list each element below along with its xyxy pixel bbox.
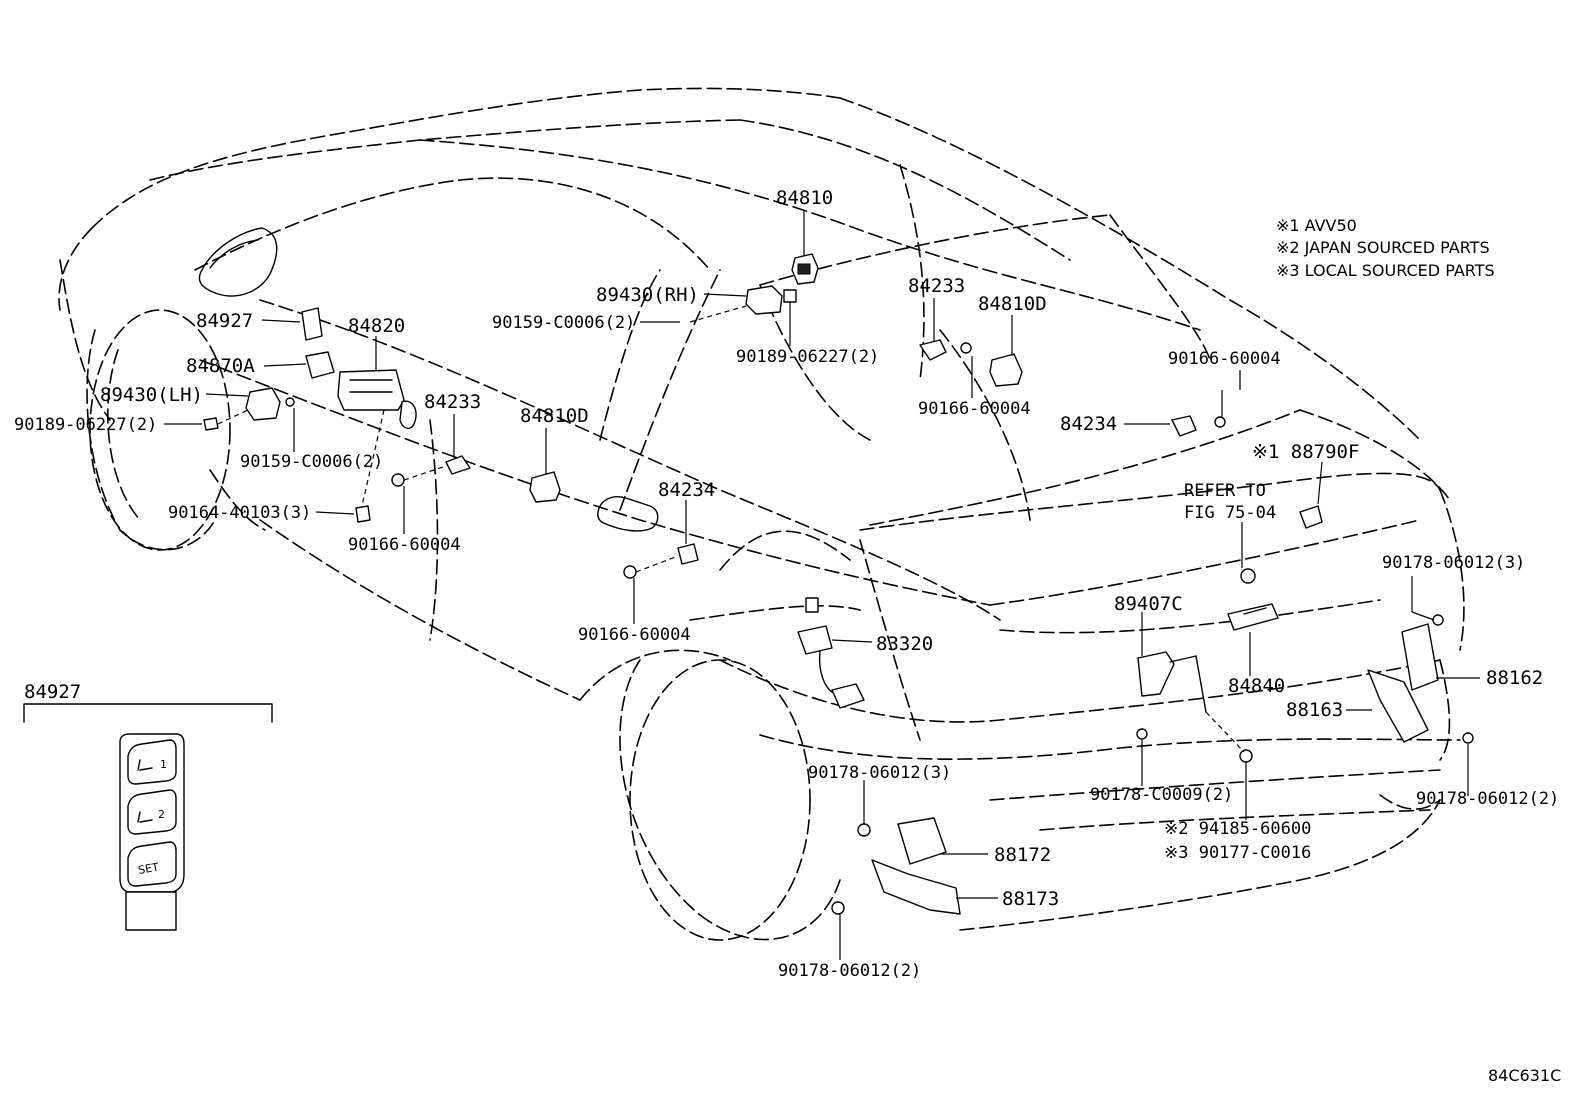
note-2: ※2 JAPAN SOURCED PARTS (1276, 238, 1490, 257)
note-3: ※3 LOCAL SOURCED PARTS (1276, 261, 1495, 280)
part-84820-icon (337, 369, 417, 430)
label-94185: ※2 94185-60600 (1164, 819, 1311, 839)
label-90178-bottom: 90178-06012(2) (778, 961, 921, 981)
label-90178-c: 90178-06012(3) (808, 763, 951, 783)
part-88173-icon (831, 859, 961, 915)
label-89407c: 89407C (1114, 593, 1183, 615)
label-88173: 88173 (1002, 888, 1059, 910)
leader-lines (164, 210, 1480, 960)
part-84234-mid-icon (623, 543, 699, 579)
part-84810-icon (791, 253, 819, 285)
label-84810d-mid: 84810D (520, 405, 589, 427)
label-84233-mid: 84233 (424, 391, 481, 413)
label-84927: 84927 (196, 310, 253, 332)
label-90178-br: 90178-06012(2) (1416, 789, 1559, 809)
label-84234-mid: 84234 (658, 479, 715, 501)
part-84234-right-icon (1171, 415, 1226, 437)
part-83320-icon (797, 597, 865, 709)
part-84233-top-icon (919, 339, 972, 361)
part-88162-icon (1401, 614, 1444, 691)
inset-button-1-label: 1 (160, 758, 167, 771)
label-90164: 90164-40103(3) (168, 503, 311, 523)
label-89430-lh: 89430(LH) (100, 384, 203, 406)
label-88163: 88163 (1286, 699, 1343, 721)
label-90166-left: 90166-60004 (348, 535, 461, 555)
car-body-outline (58, 87, 1465, 941)
note-1: ※1 AVV50 (1276, 216, 1357, 235)
part-89407c-icon (1136, 651, 1207, 740)
label-90178-c0009: 90178-C0009(2) (1090, 785, 1233, 805)
part-84870a-icon (305, 351, 335, 379)
label-90166-right: 90166-60004 (1168, 349, 1281, 369)
part-89430-lh-icon (203, 387, 295, 431)
part-89430-rh-icon (745, 285, 797, 315)
label-84233-top: 84233 (908, 275, 965, 297)
label-90166-center: 90166-60004 (578, 625, 691, 645)
inset-84927: 84927 1 2 SET (23, 681, 273, 931)
label-84820: 84820 (348, 315, 405, 337)
part-88790f-icon (1299, 505, 1323, 529)
refer-line-2: FIG 75-04 (1184, 503, 1276, 523)
label-84810: 84810 (776, 187, 833, 209)
label-90189-top: 90189-06227(2) (736, 347, 879, 367)
label-84840: 84840 (1228, 675, 1285, 697)
label-90189-left: 90189-06227(2) (14, 415, 157, 435)
label-88162: 88162 (1486, 667, 1543, 689)
label-84810d-top: 84810D (978, 293, 1047, 315)
label-84234-right: 84234 (1060, 413, 1117, 435)
label-88790f: ※1 88790F (1252, 441, 1359, 463)
label-90159-top: 90159-C0006(2) (492, 313, 635, 333)
part-84810d-mid-icon (529, 471, 561, 503)
part-88163-icon (1367, 669, 1474, 744)
part-84840-icon (1227, 568, 1279, 631)
part-84810d-top-icon (989, 353, 1023, 387)
part-84233-mid-icon (391, 455, 471, 487)
label-83320: 83320 (876, 633, 933, 655)
part-84927-icon (301, 307, 323, 341)
label-84870a: 84870A (186, 355, 255, 377)
part-labels: 84810 89430(RH) 90159-C0006(2) 90189-062… (14, 187, 1559, 981)
inset-set-label: SET (137, 861, 160, 877)
part-94185-icon (1239, 749, 1253, 763)
label-89430-rh: 89430(RH) (596, 284, 699, 306)
label-90166-top: 90166-60004 (918, 399, 1031, 419)
refer-line-1: REFER TO (1184, 481, 1266, 501)
figure-code: 84C631C (1488, 1066, 1561, 1085)
label-90177: ※3 90177-C0016 (1164, 843, 1311, 863)
label-88172: 88172 (994, 844, 1051, 866)
part-88172-icon (857, 817, 947, 865)
part-90164-icon (355, 505, 371, 523)
inset-button-2-label: 2 (158, 808, 165, 821)
footnotes: ※1 AVV50 ※2 JAPAN SOURCED PARTS ※3 LOCAL… (1276, 216, 1495, 280)
label-90159-left: 90159-C0006(2) (240, 452, 383, 472)
label-90178-tr: 90178-06012(3) (1382, 553, 1525, 573)
inset-title: 84927 (24, 681, 81, 703)
